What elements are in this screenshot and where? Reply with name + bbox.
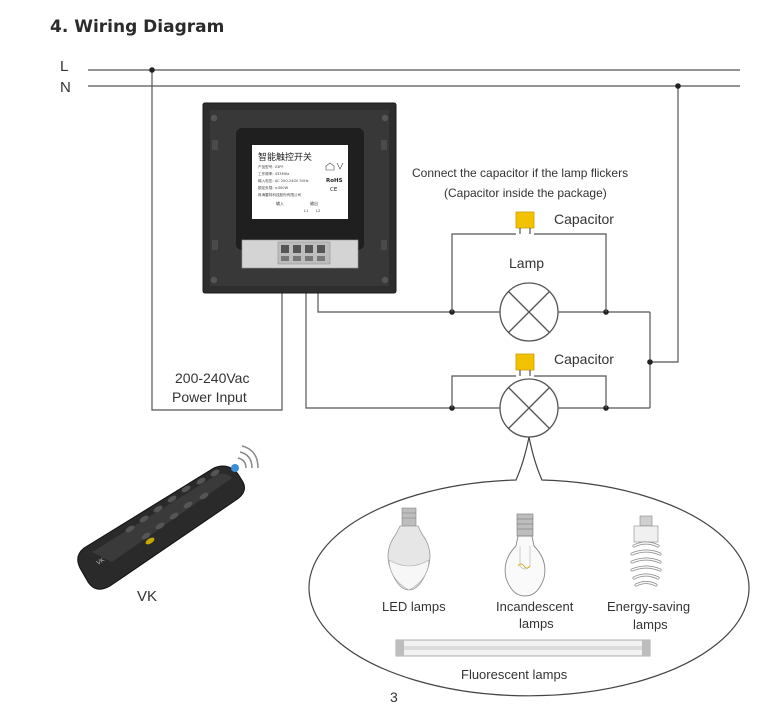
live-line-label: L [60, 58, 68, 75]
fluorescent-label: Fluorescent lamps [461, 667, 568, 682]
cap1-right-wire [534, 233, 607, 312]
capacitor1-label: Capacitor [554, 211, 614, 227]
power-input-voltage: 200-240Vac [175, 370, 249, 386]
remote-led [145, 537, 155, 545]
product-label-row1: 产品型号: 03PF [258, 164, 284, 169]
cap2-left-wire [451, 375, 516, 408]
rohs-mark: RoHS [326, 178, 343, 184]
led-lamp-icon [387, 507, 431, 591]
energy-saving-label-line1: Energy-saving [607, 599, 690, 614]
home-icon [325, 162, 335, 171]
neutral-bus-junction [647, 359, 653, 365]
page-number: 3 [390, 689, 398, 705]
output2-wire [305, 262, 500, 409]
remote-label: VK [137, 588, 157, 605]
live-feed-wire [151, 70, 283, 411]
terminal-l2-label: L2 [316, 209, 320, 213]
product-label-row2: 工作频率: 433MHz [258, 171, 289, 176]
remote-control: VK [77, 445, 259, 590]
ce-mark: CE [330, 187, 338, 193]
led-lamps-label: LED lamps [382, 599, 446, 614]
energy-saving-lamp-icon [630, 515, 662, 587]
remote-buttons [125, 469, 220, 540]
signal-icon [231, 464, 239, 472]
capacitor2-label: Capacitor [554, 351, 614, 367]
product-label-row3: 输入电压: AC 200-240V 50Hz [258, 178, 309, 183]
product-label [252, 145, 348, 219]
product-label-row4: 额定负载: ≤300W [258, 185, 289, 190]
terminal-output-label: 输出 [310, 200, 318, 206]
terminal-input-label: 输入 [276, 200, 284, 206]
touch-switch-panel: 智能触控开关 产品型号: 03PF 工作频率: 433MHz 输入电压: AC … [202, 102, 397, 294]
cap2-right-wire [534, 375, 607, 408]
capacitor-note-line2: (Capacitor inside the package) [444, 186, 607, 200]
neutral-junction [675, 83, 681, 89]
lamp1-symbol [499, 282, 559, 342]
incandescent-lamp-icon [504, 513, 546, 597]
incandescent-label-line1: Incandescent [496, 599, 574, 614]
fluorescent-lamp-icon [395, 639, 651, 657]
lamp-label: Lamp [509, 255, 544, 271]
capacitor2-icon [515, 353, 535, 371]
live-junction [149, 67, 155, 73]
neutral-return-wire [650, 86, 679, 363]
page-title: 4. Wiring Diagram [50, 17, 224, 37]
wireless-icon [336, 162, 344, 170]
product-label-heading: 智能触控开关 [258, 151, 312, 163]
remote-badge: VK [96, 557, 106, 566]
neutral-line-label: N [60, 79, 71, 96]
power-input-label: Power Input [172, 389, 247, 405]
capacitor-note-line1: Connect the capacitor if the lamp flicke… [412, 166, 628, 180]
capacitor1-icon [515, 211, 535, 229]
cap1-left-wire [451, 233, 516, 312]
incandescent-label-line2: lamps [519, 616, 554, 631]
energy-saving-label-line2: lamps [633, 617, 668, 632]
lamp2-symbol [499, 378, 559, 438]
terminal-l1-label: L1 [304, 209, 308, 213]
product-label-row5: 珠海雷特科技股份有限公司 [258, 192, 302, 197]
